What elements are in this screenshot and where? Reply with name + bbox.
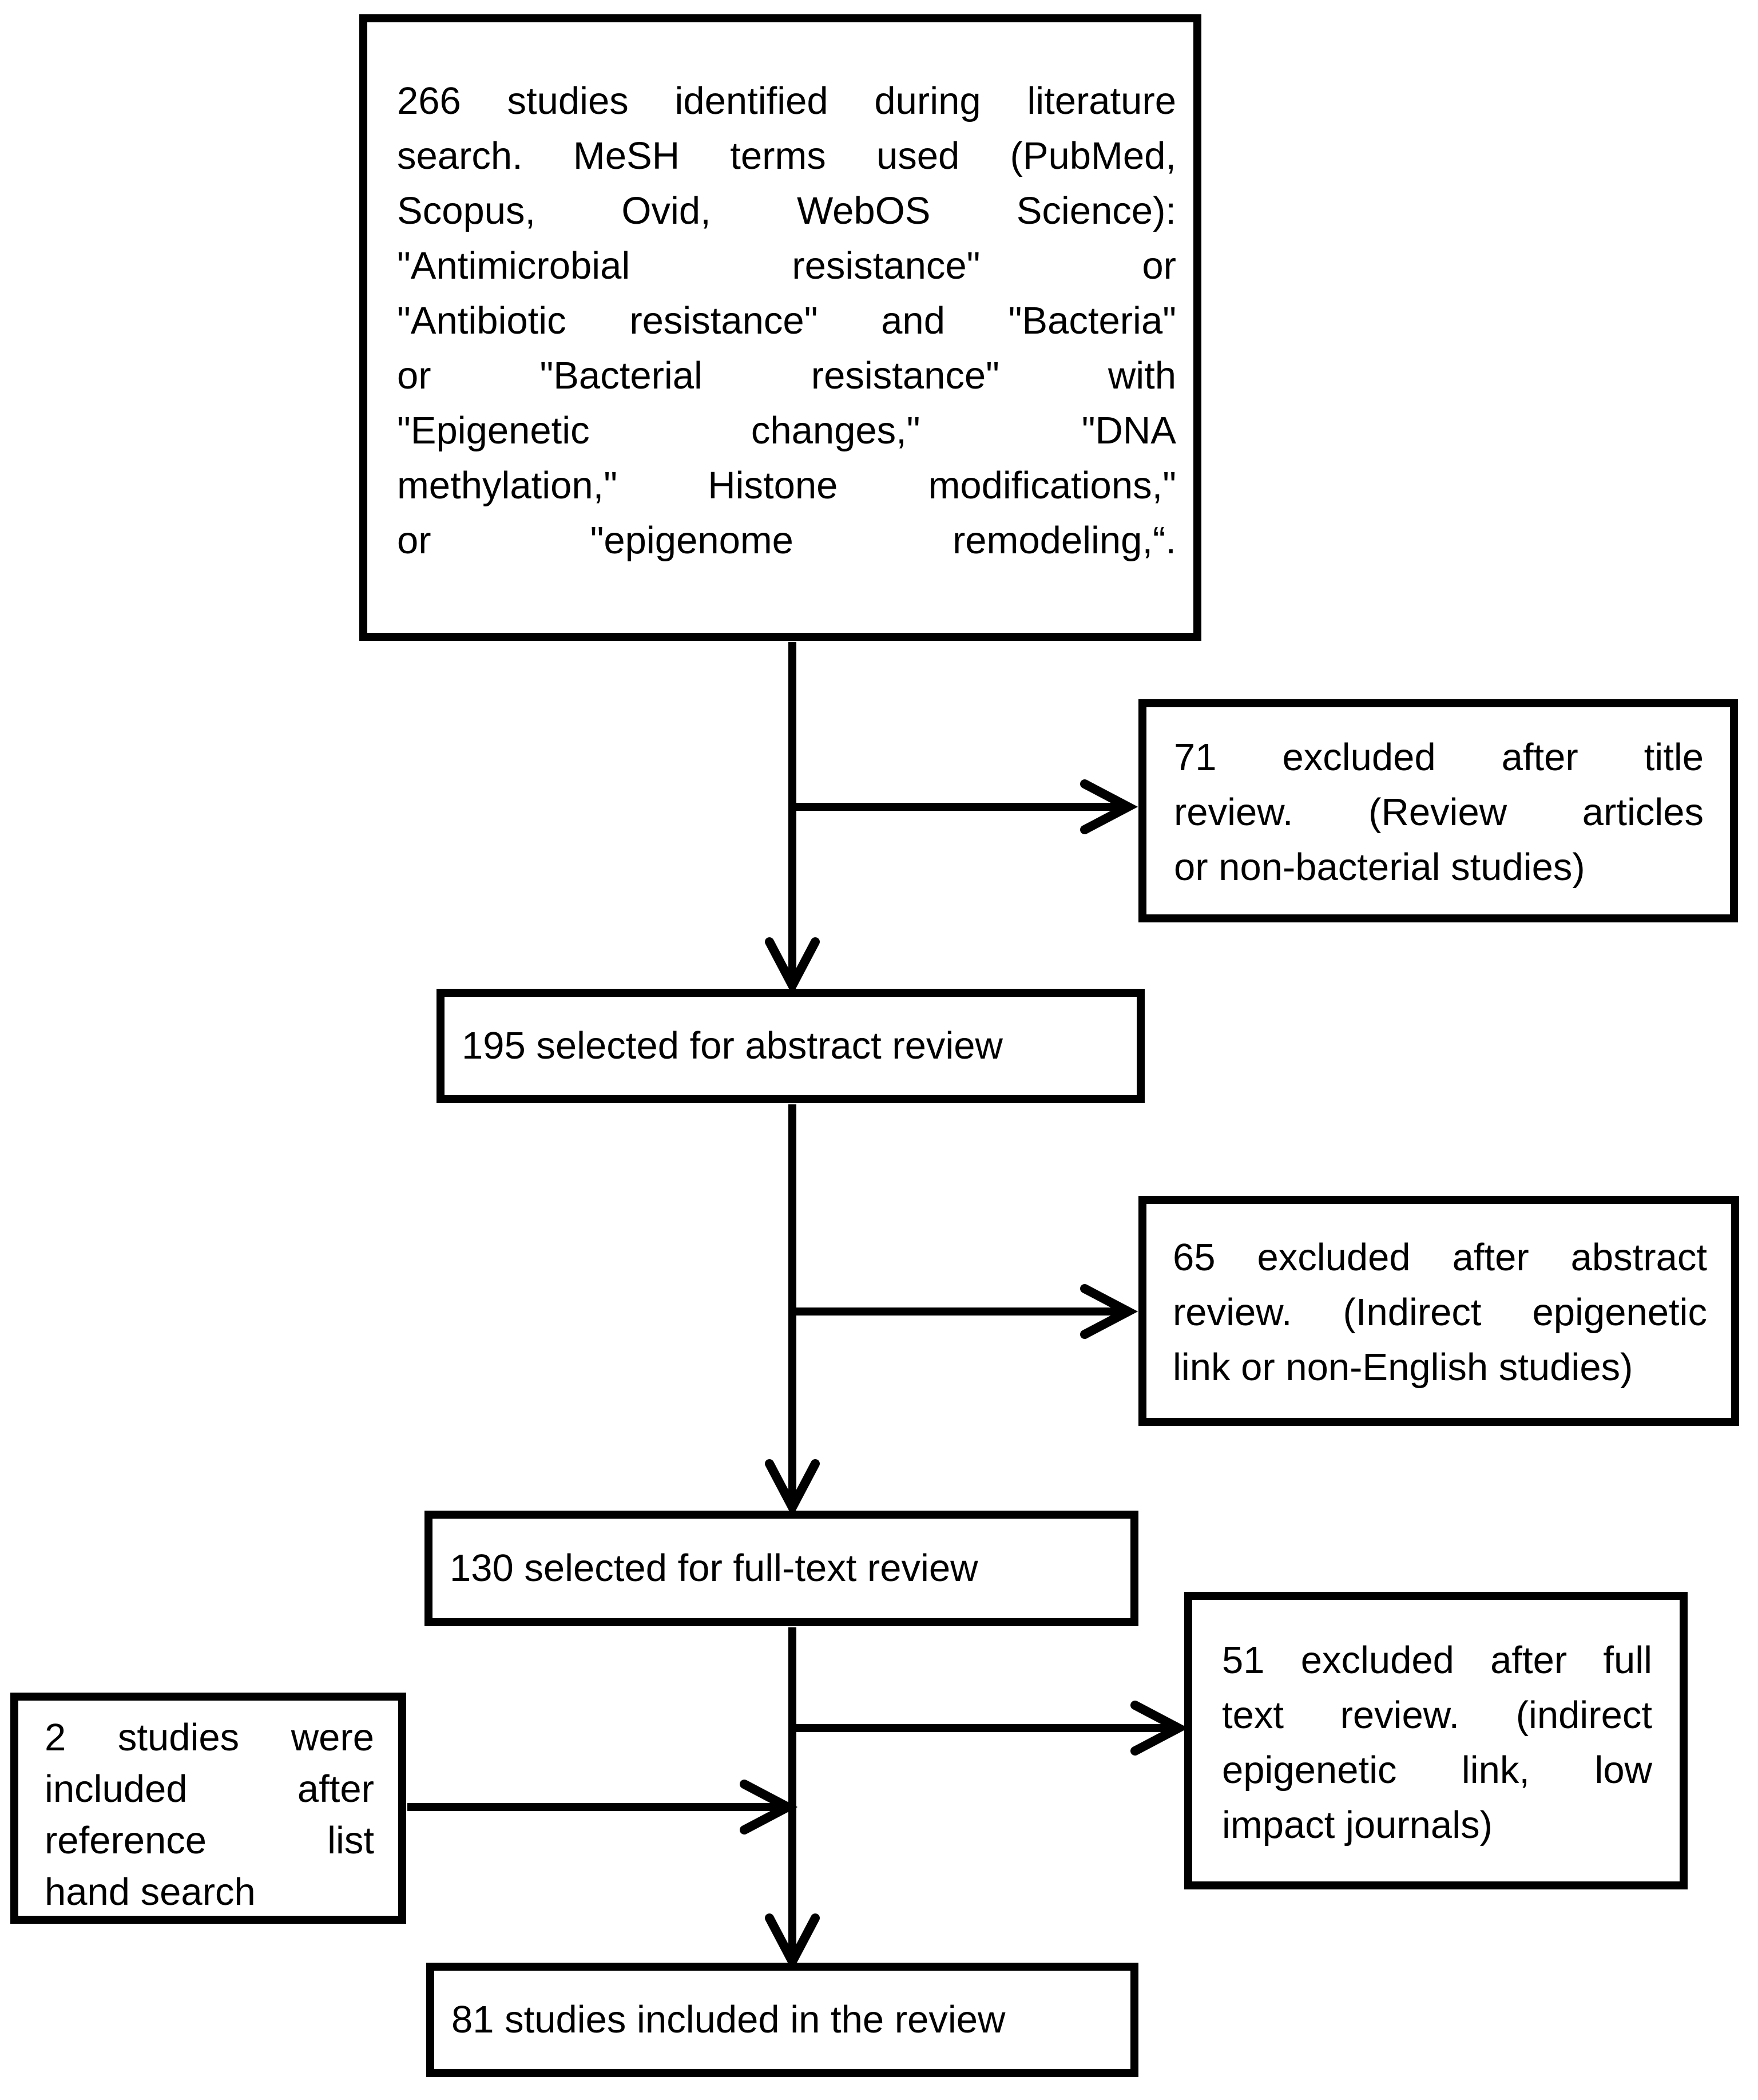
text-line: Scopus, Ovid, WebOS Science):: [397, 189, 1176, 232]
box-studies-included: 81 studies included in the review: [426, 1963, 1138, 2077]
arrowhead-right-abstract-exclusion-icon: [1080, 1284, 1138, 1339]
text-line: 51 excluded after full: [1222, 1639, 1652, 1682]
box-excluded-after-abstract-review: 65 excluded after abstract review. (Indir…: [1138, 1196, 1739, 1426]
arrowhead-right-title-exclusion-icon: [1080, 779, 1138, 834]
text-line: epigenetic link, low: [1222, 1749, 1652, 1792]
box-fulltext-review-label: 130 selected for full-text review: [450, 1547, 978, 1590]
box-abstract-review: 195 selected for abstract review: [436, 989, 1145, 1103]
text-line: link or non-English studies): [1173, 1346, 1633, 1389]
box-studies-included-label: 81 studies included in the review: [451, 1998, 1006, 2041]
text-line: 266 studies identified during literature: [397, 80, 1176, 122]
box-excluded-after-fulltext-review: 51 excluded after full text review. (indi…: [1184, 1592, 1688, 1889]
arrowhead-right-handsearch-icon: [740, 1780, 798, 1834]
box-fulltext-review: 130 selected for full-text review: [424, 1511, 1138, 1626]
text-line: 65 excluded after abstract: [1173, 1236, 1707, 1279]
arrowhead-right-fulltext-exclusion-icon: [1130, 1701, 1189, 1756]
text-line: or "Bacterial resistance" with: [397, 354, 1176, 397]
text-line: 2 studies were: [45, 1716, 374, 1759]
text-line: search. MeSH terms used (PubMed,: [397, 134, 1176, 177]
box-abstract-review-label: 195 selected for abstract review: [462, 1024, 1003, 1067]
text-line: review. (Indirect epigenetic: [1173, 1291, 1707, 1334]
text-line: methylation," Histone modifications,": [397, 464, 1176, 507]
text-line: "Antimicrobial resistance" or: [397, 244, 1176, 287]
text-line: or non-bacterial studies): [1174, 846, 1585, 889]
box-studies-identified: 266 studies identified during literature…: [359, 14, 1201, 641]
arrowhead-down-included-icon: [765, 1913, 820, 1972]
text-line: review. (Review articles: [1174, 791, 1704, 834]
text-line: "Antibiotic resistance" and "Bacteria": [397, 299, 1176, 342]
arrowhead-down-abstract-icon: [765, 937, 820, 996]
text-line: "Epigenetic changes," "DNA: [397, 409, 1176, 452]
text-line: impact journals): [1222, 1804, 1493, 1847]
text-line: text review. (indirect: [1222, 1694, 1652, 1737]
text-line: hand search: [45, 1871, 256, 1913]
text-line: included after: [45, 1768, 374, 1810]
text-line: or "epigenome remodeling,“.: [397, 519, 1176, 562]
arrowhead-down-fulltext-icon: [765, 1459, 820, 1517]
text-line: reference list: [45, 1819, 374, 1862]
text-line: 71 excluded after title: [1174, 736, 1704, 779]
box-excluded-after-title-review: 71 excluded after title review. (Review a…: [1138, 699, 1738, 922]
box-handsearch-included: 2 studies were included after reference li…: [10, 1693, 406, 1924]
